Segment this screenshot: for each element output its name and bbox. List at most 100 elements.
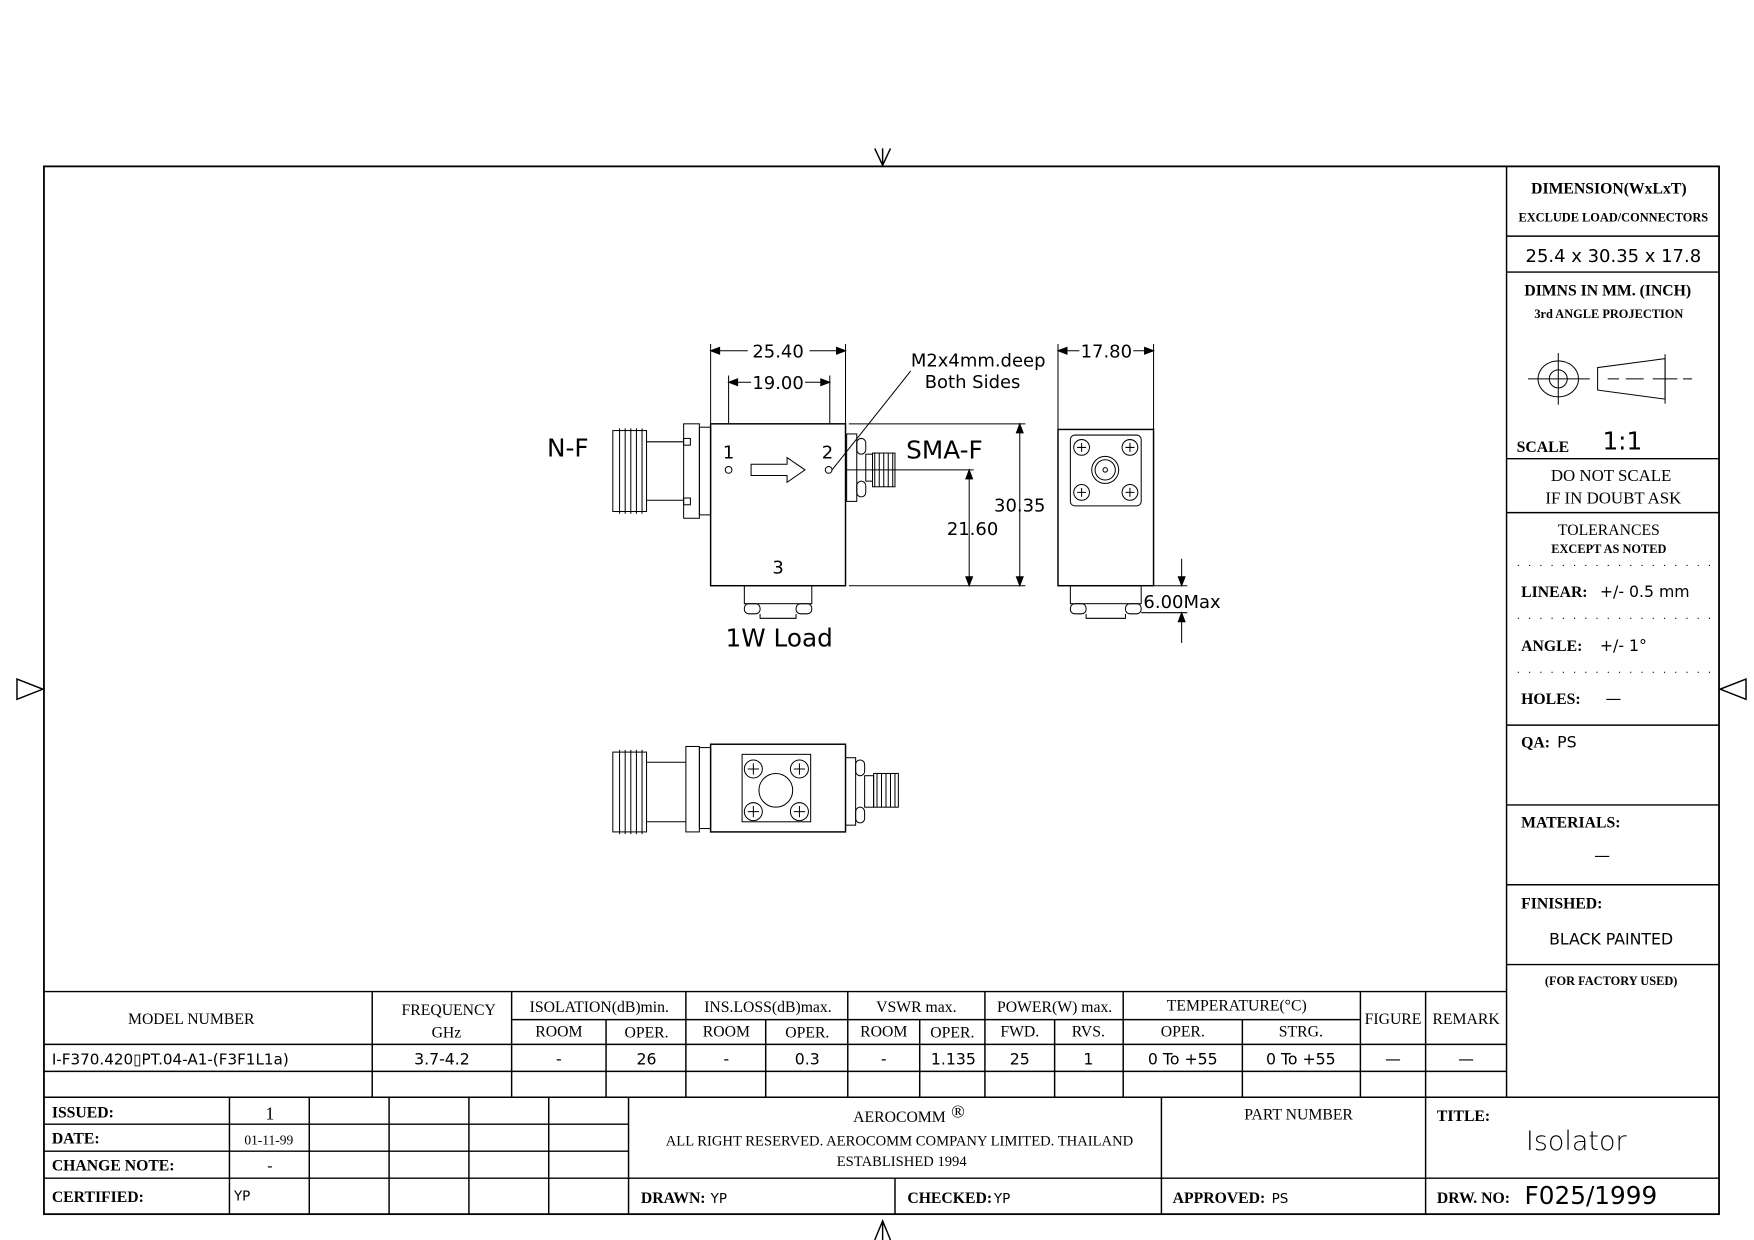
dim-hole-spacing: 19.00 — [752, 373, 803, 394]
drawn-label: DRAWN: — [641, 1190, 706, 1207]
scale-label: SCALE — [1517, 439, 1569, 456]
n-connector — [612, 423, 712, 519]
angle-value: +/- 1° — [1600, 636, 1647, 655]
header-figure: FIGURE — [1365, 1011, 1422, 1028]
cell-vswr-oper: 1.135 — [931, 1050, 976, 1069]
cell-frequency: 3.7-4.2 — [414, 1050, 470, 1069]
dimension-subtitle: EXCLUDE LOAD/CONNECTORS — [1519, 210, 1709, 224]
thread-note-2: Both Sides — [925, 372, 1021, 393]
drw-no-label: DRW. NO: — [1437, 1190, 1510, 1207]
subheader-power-rvs: RVS. — [1072, 1024, 1105, 1041]
cell-power-fwd: 25 — [1010, 1050, 1030, 1069]
drw-no-value: F025/1999 — [1525, 1181, 1658, 1210]
header-isolation: ISOLATION(dB)min. — [530, 999, 669, 1016]
issued-value: 1 — [265, 1104, 274, 1124]
title-block: ISSUED: 1 DATE: 01-11-99 CHANGE NOTE: - … — [43, 1097, 1720, 1215]
subheader-isolation-room: ROOM — [535, 1024, 582, 1041]
bottom-view — [612, 743, 899, 835]
port-1-label: 1 — [723, 443, 734, 464]
header-frequency: FREQUENCY — [402, 1002, 496, 1019]
header-remark: REMARK — [1432, 1011, 1500, 1028]
registered-mark: ® — [951, 1101, 965, 1121]
holes-label: HOLES: — [1521, 691, 1580, 708]
header-ins-loss: INS.LOSS(dB)max. — [704, 999, 832, 1016]
subheader-insloss-room: ROOM — [703, 1024, 750, 1041]
approved-value: PS — [1272, 1191, 1289, 1207]
title-label: TITLE: — [1437, 1108, 1490, 1125]
drawn-value: YP — [710, 1191, 727, 1207]
change-note-value: - — [267, 1157, 272, 1174]
cell-insloss-oper: 0.3 — [795, 1050, 820, 1069]
side-panel: DIMENSION(WxLxT) EXCLUDE LOAD/CONNECTORS… — [1505, 166, 1720, 1098]
subheader-insloss-oper: OPER. — [785, 1025, 829, 1042]
front-view: 1 2 3 N-F SMA-F 1W Load M2x4mm.deep Both… — [547, 341, 1045, 652]
port-2-hole — [824, 466, 833, 474]
centering-marks — [16, 148, 1747, 1240]
dim-port-height: 21.60 — [947, 519, 998, 540]
date-value: 01-11-99 — [244, 1132, 293, 1147]
qa-value: PS — [1557, 733, 1576, 752]
units-note: DIMNS IN MM. (INCH) — [1524, 283, 1691, 300]
part-number-label: PART NUMBER — [1244, 1107, 1353, 1124]
cell-isolation-oper: 26 — [637, 1050, 657, 1069]
dim-length: 30.35 — [994, 496, 1045, 517]
subheader-vswr-oper: OPER. — [930, 1025, 974, 1042]
dim-thickness: 17.80 — [1081, 341, 1132, 362]
angle-label: ANGLE: — [1521, 638, 1582, 655]
sma-connector — [846, 433, 974, 502]
thread-leader — [831, 370, 912, 471]
subheader-temp-strg: STRG. — [1279, 1024, 1323, 1041]
projection-note: 3rd ANGLE PROJECTION — [1534, 307, 1683, 321]
cell-remark: — — [1458, 1050, 1474, 1069]
title-value: Isolator — [1526, 1126, 1628, 1157]
materials-value: — — [1594, 846, 1610, 865]
dimension-lines — [709, 344, 1026, 588]
direction-arrow-icon — [750, 456, 806, 484]
date-label: DATE: — [52, 1130, 100, 1147]
materials-label: MATERIALS: — [1521, 814, 1620, 831]
change-note-label: CHANGE NOTE: — [52, 1157, 175, 1174]
dimension-value: 25.4 x 30.35 x 17.8 — [1526, 246, 1702, 267]
port-2-label: 2 — [822, 443, 833, 464]
port-3-label: 3 — [772, 557, 783, 578]
load-label: 1W Load — [726, 623, 833, 652]
tolerances-title: TOLERANCES — [1558, 522, 1660, 539]
finished-label: FINISHED: — [1521, 895, 1602, 912]
dimension-title: DIMENSION(WxLxT) — [1531, 180, 1686, 197]
linear-value: +/- 0.5 mm — [1600, 582, 1690, 601]
issued-label: ISSUED: — [52, 1104, 114, 1121]
cell-temp-oper: 0 To +55 — [1148, 1050, 1218, 1069]
side-view: 17.80 6.00Max — [1056, 341, 1221, 644]
holes-value: — — [1605, 689, 1621, 708]
header-vswr: VSWR max. — [876, 999, 956, 1016]
do-not-scale-1: DO NOT SCALE — [1551, 466, 1672, 485]
spec-table: MODEL NUMBER FREQUENCY GHz ISOLATION(dB)… — [43, 990, 1720, 1098]
cell-figure: — — [1385, 1050, 1401, 1069]
header-power: POWER(W) max. — [997, 999, 1112, 1016]
rights-notice: ALL RIGHT RESERVED. AEROCOMM COMPANY LIM… — [666, 1134, 1133, 1150]
subheader-temp-oper: OPER. — [1161, 1024, 1205, 1041]
tolerances-subtitle: EXCEPT AS NOTED — [1551, 542, 1666, 556]
header-frequency-unit: GHz — [432, 1025, 462, 1042]
sma-f-label: SMA-F — [906, 436, 983, 465]
header-temperature: TEMPERATURE(°C) — [1167, 998, 1307, 1015]
checked-label: CHECKED: — [907, 1190, 992, 1207]
certified-value: YP — [233, 1189, 250, 1205]
table-row: I-F370.420▯PT.04-A1-(F3F1L1a) 3.7-4.2 - … — [52, 1050, 1474, 1069]
do-not-scale-2: IF IN DOUBT ASK — [1545, 489, 1681, 508]
cell-temp-strg: 0 To +55 — [1266, 1050, 1336, 1069]
dim-load-max: 6.00Max — [1143, 592, 1221, 613]
subheader-power-fwd: FWD. — [1000, 1024, 1039, 1041]
cell-isolation-room: - — [556, 1050, 562, 1069]
thread-note-1: M2x4mm.deep — [911, 350, 1046, 371]
cell-power-rvs: 1 — [1083, 1050, 1093, 1069]
header-model: MODEL NUMBER — [128, 1011, 255, 1028]
cell-model: I-F370.420▯PT.04-A1-(F3F1L1a) — [52, 1051, 289, 1069]
n-f-label: N-F — [547, 433, 589, 462]
finished-value: BLACK PAINTED — [1549, 929, 1673, 948]
established-note: ESTABLISHED 1994 — [837, 1154, 968, 1170]
subheader-isolation-oper: OPER. — [624, 1025, 668, 1042]
cell-vswr-room: - — [881, 1050, 887, 1069]
load-termination — [743, 585, 813, 619]
